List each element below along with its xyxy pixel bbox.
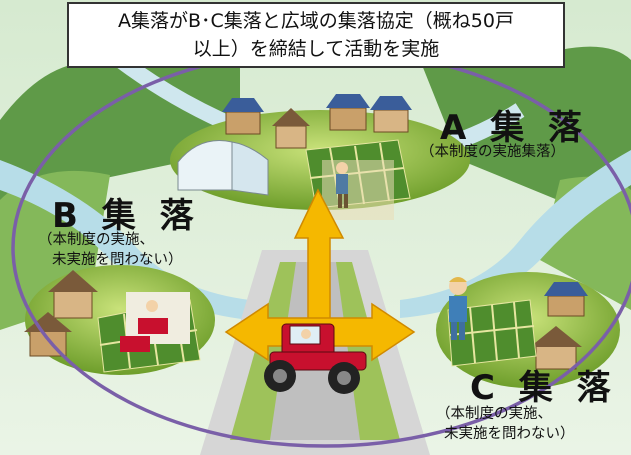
greenhouse [177,140,269,196]
houses-a [222,94,412,149]
title-line-1: A集落がB･C集落と広域の集落協定（概ね50戸 [118,10,514,32]
houses-b [24,270,98,357]
tractor [264,323,367,394]
farmer-a [322,160,394,220]
river-right [400,150,631,318]
village-b-note-line-2: 未実施を問わない） [52,252,183,268]
title-box: A集落がB･C集落と広域の集落協定（概ね50戸 以上）を締結して活動を実施 [67,2,565,68]
village-c-name: C 集 落 [470,368,617,408]
village-a-note: （本制度の実施集落） [420,144,565,160]
title-line-2: 以上）を締結して活動を実施 [192,38,440,60]
rice-planter [120,292,190,352]
village-b-name: B 集 落 [52,196,200,236]
village-c-note-line-1: （本制度の実施、 [436,406,552,422]
houses-c [530,282,588,370]
village-c-note-line-2: 未実施を問わない） [444,426,575,442]
farmer-c [449,277,467,340]
village-a-name: A 集 落 [440,108,588,148]
river-left [0,160,250,320]
village-b-note-line-1: （本制度の実施、 [38,232,154,248]
